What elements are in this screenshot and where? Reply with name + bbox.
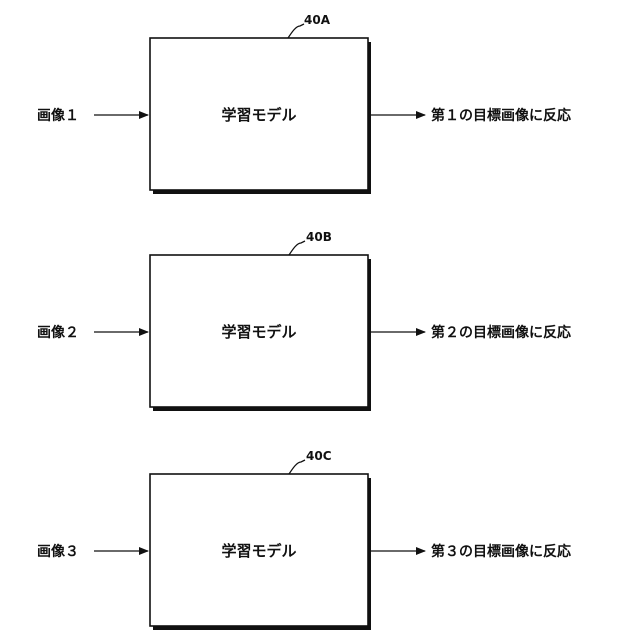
row-2: 学習モデル 40B 画像２ 第２の目標画像に反応 (37, 230, 571, 411)
input-label: 画像３ (37, 543, 79, 560)
reference-leader-line (288, 24, 304, 38)
reference-leader-line (289, 241, 305, 255)
reference-label: 40A (304, 13, 331, 27)
input-label: 画像２ (37, 324, 79, 341)
reference-leader-line (289, 460, 305, 474)
output-label: 第３の目標画像に反応 (431, 543, 571, 560)
model-box-label: 学習モデル (221, 542, 296, 560)
row-3: 学習モデル 40C 画像３ 第３の目標画像に反応 (37, 449, 571, 630)
model-box-label: 学習モデル (221, 323, 296, 341)
reference-label: 40C (306, 449, 332, 463)
model-box-label: 学習モデル (221, 106, 296, 124)
row-1: 学習モデル 40A 画像１ 第１の目標画像に反応 (37, 13, 571, 194)
output-label: 第１の目標画像に反応 (431, 107, 571, 124)
input-label: 画像１ (37, 107, 79, 124)
output-label: 第２の目標画像に反応 (431, 324, 571, 341)
reference-label: 40B (306, 230, 332, 244)
